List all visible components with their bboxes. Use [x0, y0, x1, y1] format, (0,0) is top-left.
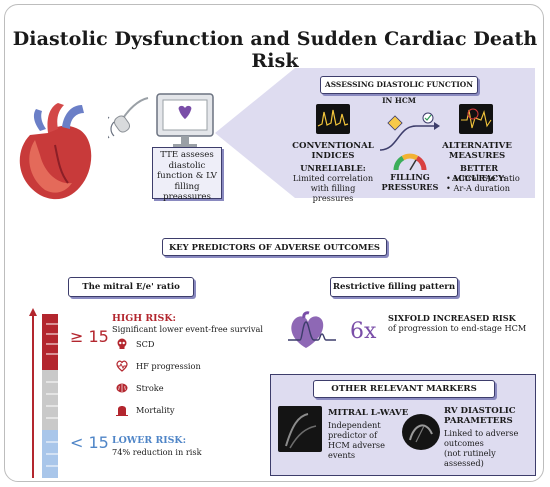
lwave-echo-image: [278, 406, 322, 452]
figure-frame: [4, 4, 544, 482]
alternative-item: • Ar-A duration: [446, 183, 510, 193]
risk-scale-bar: [29, 308, 58, 478]
predictors-header: KEY PREDICTORS OF ADVERSE OUTCOMES: [162, 238, 387, 256]
assessing-header: ASSESSING DIASTOLIC FUNCTION IN HCM: [320, 76, 478, 105]
rv-text-1: Linked to adverse outcomes: [444, 428, 519, 448]
tte-caption: TTE asseses diastolic function & LV fill…: [152, 147, 222, 202]
other-header: OTHER RELEVANT MARKERS: [313, 380, 495, 398]
lwave-title: MITRAL L-WAVE: [328, 408, 409, 418]
tte-monitor-icon: [156, 93, 214, 147]
assessing-panel-bg: [215, 68, 535, 198]
rv-echo-image: [402, 414, 440, 450]
pressure-gauge-icon: [393, 153, 427, 171]
heart-illustration: [19, 103, 92, 200]
ultrasound-probe-icon: [108, 97, 149, 139]
outcome-item-hf: HF progression: [116, 360, 266, 374]
low-risk-value: < 15: [70, 433, 109, 452]
mitral-header: The mitral E/e' ratio: [68, 277, 194, 297]
figure-title: Diastolic Dysfunction and Sudden Cardiac…: [12, 28, 538, 72]
conventional-lead: UNRELIABLE:: [300, 163, 366, 173]
decision-arrows-icon: [379, 112, 440, 151]
high-risk-title: HIGH RISK:: [112, 313, 176, 324]
brain-icon: [116, 383, 128, 393]
heart-pulse-icon: [116, 360, 128, 372]
high-risk-text: Significant lower event-free survival: [112, 324, 264, 334]
conventional-text: Limited correlation with filling pressur…: [292, 173, 374, 203]
skull-icon: [117, 338, 127, 349]
high-risk-value: ≥ 15: [70, 327, 109, 346]
restrictive-header: Restrictive filling pattern: [330, 277, 458, 297]
outcome-item-stroke: Stroke: [116, 382, 266, 396]
tombstone-icon: [116, 406, 128, 416]
alternative-lead: BETTER ACCURACY:: [451, 163, 507, 183]
rv-text-2: (not rutinely assessed): [444, 448, 496, 468]
low-risk-title: LOWER RISK:: [112, 435, 187, 446]
alternative-item: • Mitral E/e' ratio: [446, 173, 520, 183]
outcome-item-scd: SCD: [116, 338, 266, 352]
conventional-title: CONVENTIONAL INDICES: [292, 141, 374, 161]
conventional-doppler-image: [316, 104, 350, 134]
heart-waveform-icon: [288, 311, 336, 348]
rv-title: RV DIASTOLIC PARAMETERS: [444, 406, 516, 426]
restrictive-bold-text: SIXFOLD INCREASED RISK: [388, 313, 516, 323]
low-risk-text: 74% reduction in risk: [112, 447, 202, 457]
lwave-text: Independent predictor of HCM adverse eve…: [328, 420, 385, 460]
outcome-item-mortality: Mortality: [116, 404, 266, 418]
alternative-title: ALTERNATIVE MEASURES: [442, 141, 512, 161]
filling-pressures-label: FILLING PRESSURES: [381, 172, 439, 192]
alternative-doppler-image: [459, 104, 493, 134]
restrictive-multiplier: 6x: [350, 319, 377, 344]
restrictive-text: of progression to end-stage HCM: [388, 323, 527, 333]
